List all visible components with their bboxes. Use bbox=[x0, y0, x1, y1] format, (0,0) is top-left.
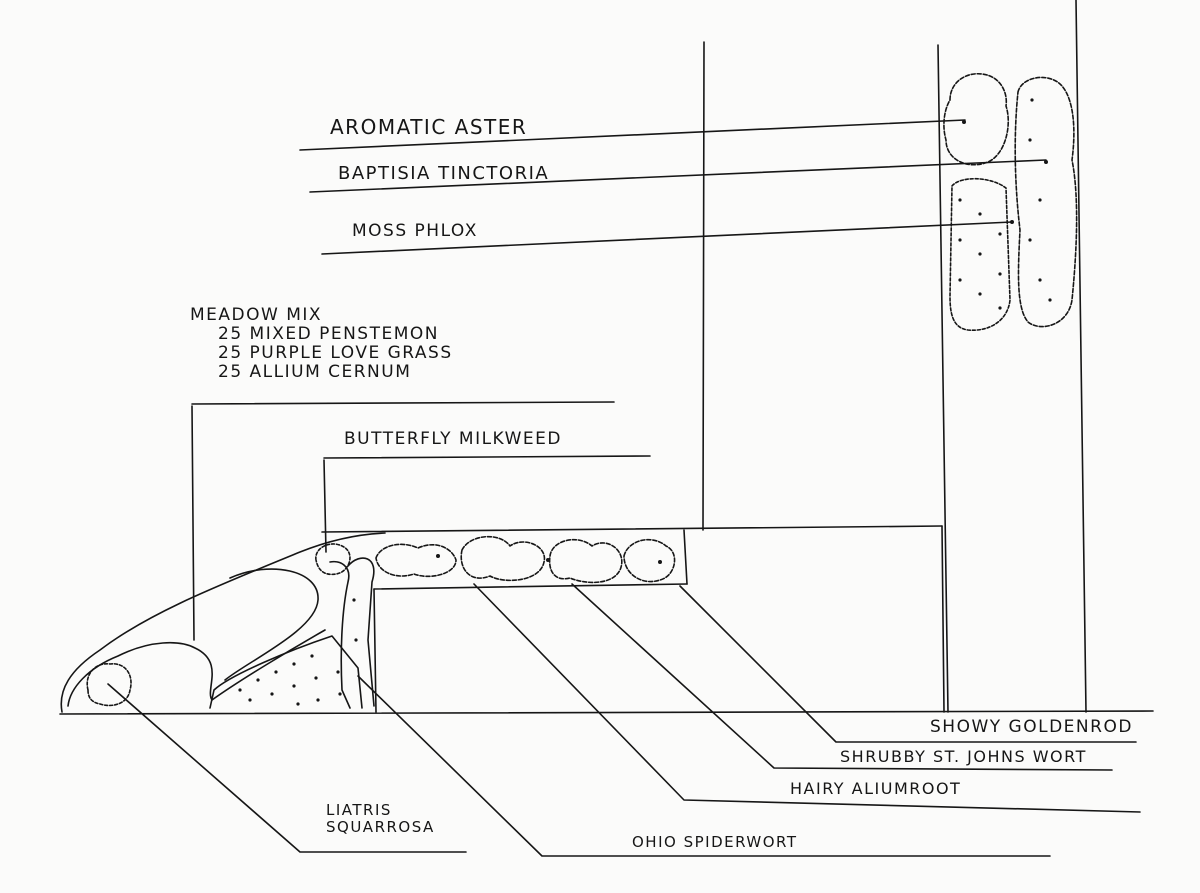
meadow-curve-1 bbox=[224, 568, 319, 681]
label-butterfly-milkweed: BUTTERFLY MILKWEED bbox=[344, 429, 562, 449]
leader-liatris bbox=[107, 683, 467, 853]
hedge-4 bbox=[623, 538, 676, 583]
ground-line bbox=[59, 710, 1154, 715]
liatris-shrub bbox=[86, 663, 132, 707]
leader-st-johns bbox=[571, 583, 1113, 771]
label-meadow-mix: MEADOW MIX 25 MIXED PENSTEMON 25 PURPLE … bbox=[190, 305, 453, 383]
step-front-top bbox=[373, 583, 688, 590]
meadow-inner-outline bbox=[67, 641, 213, 707]
step-front-right bbox=[683, 529, 688, 585]
step-top bbox=[321, 525, 943, 533]
leader-milkweed-bar bbox=[323, 455, 651, 459]
wall-line-right-outer bbox=[1075, 0, 1087, 713]
phlox-bed bbox=[949, 177, 1011, 331]
meadow-line-2: 25 PURPLE LOVE GRASS bbox=[218, 343, 453, 364]
planting-dots bbox=[238, 98, 1052, 706]
milkweed-shrub bbox=[315, 543, 351, 576]
leader-goldenrod bbox=[679, 585, 1137, 743]
label-liatris-squarrosa: LIATRIS SQUARROSA bbox=[326, 802, 435, 836]
step-riser bbox=[941, 525, 945, 713]
label-aromatic-aster: AROMATIC ASTER bbox=[330, 115, 528, 139]
wall-line-right-inner bbox=[937, 44, 949, 713]
leader-alumroot bbox=[473, 583, 1141, 813]
label-showy-goldenrod: SHOWY GOLDENROD bbox=[930, 717, 1133, 737]
meadow-line-3: 25 ALLIUM CERNUM bbox=[218, 362, 412, 383]
shrubs bbox=[86, 535, 676, 707]
hedge-3 bbox=[548, 538, 623, 584]
hedge-2 bbox=[460, 535, 546, 582]
leader-spiderwort bbox=[357, 675, 1051, 857]
garden-bed bbox=[60, 532, 386, 713]
baptisia-bed bbox=[1014, 76, 1078, 328]
spiderwort-strip-2 bbox=[347, 557, 375, 707]
label-shrubby-st-johns-wort: SHRUBBY ST. JOHNS WORT bbox=[840, 747, 1087, 766]
leader-milkweed-drop bbox=[323, 459, 327, 553]
side-beds bbox=[943, 73, 1078, 331]
liatris-line-1: LIATRIS bbox=[326, 801, 392, 819]
leader-moss-phlox bbox=[321, 221, 1013, 255]
leader-lines bbox=[107, 119, 1141, 857]
meadow-title: MEADOW MIX bbox=[190, 305, 323, 325]
hedge-1 bbox=[375, 543, 457, 578]
spiderwort-strip bbox=[329, 560, 351, 709]
label-ohio-spiderwort: OHIO SPIDERWORT bbox=[632, 833, 798, 851]
wall-line-center bbox=[702, 41, 705, 531]
label-moss-phlox: MOSS PHLOX bbox=[352, 221, 478, 241]
label-hairy-alumroot: HAIRY ALIUMROOT bbox=[790, 779, 962, 798]
leader-aromatic-aster bbox=[299, 119, 966, 151]
step-front-side bbox=[373, 588, 377, 713]
leader-baptisia bbox=[309, 159, 1047, 193]
building-structure bbox=[59, 0, 1154, 715]
aster-shrub bbox=[943, 73, 1010, 166]
leader-meadow-drop bbox=[191, 405, 195, 641]
penstemon-triangle bbox=[209, 635, 363, 709]
liatris-line-2: SQUARROSA bbox=[326, 817, 435, 836]
meadow-line-1: 25 MIXED PENSTEMON bbox=[218, 324, 439, 345]
bed-outline bbox=[60, 532, 386, 713]
label-baptisia-tinctoria: BAPTISIA TINCTORIA bbox=[338, 163, 550, 184]
leader-meadow-bar bbox=[191, 401, 615, 405]
meadow-curve-2 bbox=[211, 629, 326, 701]
